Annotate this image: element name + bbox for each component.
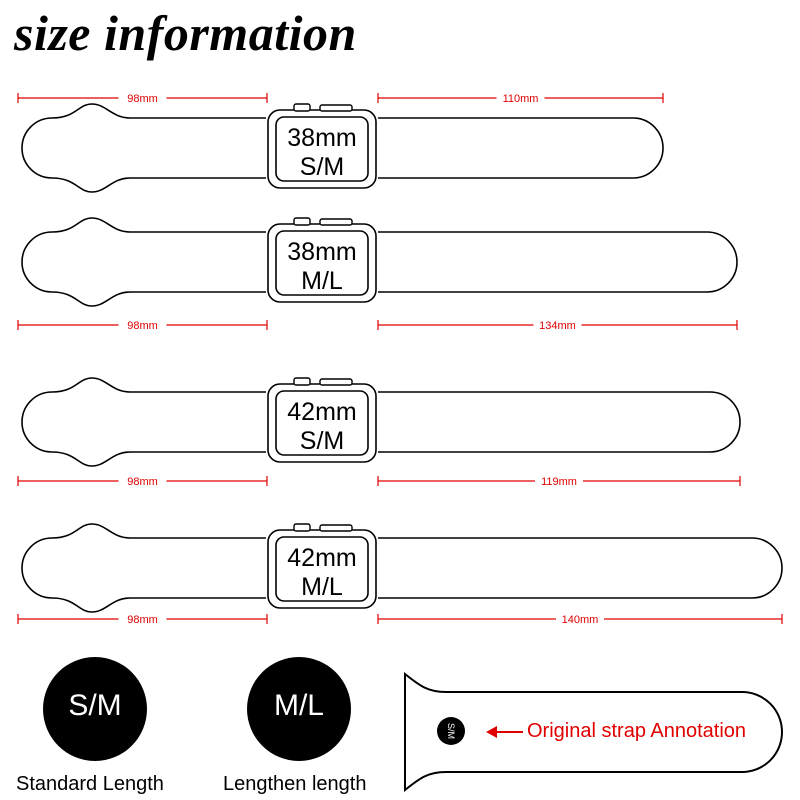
- watch-button: [319, 104, 353, 112]
- face-fit-label: S/M: [300, 427, 344, 455]
- left-dimension-3: 98mm: [17, 614, 268, 626]
- watch-screen: [275, 116, 369, 182]
- buckle-strap-3: [21, 523, 266, 613]
- watch-screen: [275, 230, 369, 296]
- face-size-label: 38mm: [287, 124, 356, 152]
- watch-screen: [275, 390, 369, 456]
- dimension-label: 119mm: [541, 476, 577, 488]
- face-size-label: 38mm: [287, 238, 356, 266]
- left-dimension-2: 98mm: [17, 476, 268, 488]
- dimension-label: 98mm: [127, 614, 158, 626]
- tail-strap-1: [378, 231, 738, 293]
- watch-crown: [293, 103, 311, 112]
- watch-button: [319, 378, 353, 386]
- tail-strap-2: [378, 391, 741, 453]
- page-title: size information: [14, 5, 357, 61]
- buckle-strap-2: [21, 377, 266, 467]
- face-fit-label: S/M: [300, 153, 344, 181]
- dimension-label: 140mm: [562, 614, 599, 626]
- watch-button: [319, 218, 353, 226]
- right-dimension-2: 119mm: [377, 476, 741, 488]
- buckle-strap-1: [21, 217, 266, 307]
- face-fit-label: M/L: [301, 573, 343, 601]
- sm-badge-label: S/M: [68, 689, 122, 722]
- right-dimension-0: 110mm: [377, 93, 664, 105]
- tail-strap-0: [378, 117, 664, 179]
- annotation-arrow-head: [486, 726, 497, 738]
- right-dimension-1: 134mm: [377, 320, 738, 332]
- face-fit-label: M/L: [301, 267, 343, 295]
- watch-button: [319, 524, 353, 532]
- strap-size-badge: [437, 717, 465, 745]
- face-size-label: 42mm: [287, 398, 356, 426]
- ml-badge-circle: [247, 657, 351, 761]
- lengthen-length-caption: Lengthen length: [223, 773, 367, 795]
- strap-size-badge-label: S/M: [446, 723, 456, 739]
- face-size-label: 42mm: [287, 544, 356, 572]
- left-dimension-1: 98mm: [17, 320, 268, 332]
- tail-strap-3: [378, 537, 783, 599]
- dimension-label: 98mm: [127, 320, 158, 332]
- dimension-label: 110mm: [503, 93, 539, 105]
- dimension-label: 98mm: [127, 93, 158, 105]
- left-dimension-0: 98mm: [17, 93, 268, 105]
- ml-badge-label: M/L: [273, 689, 324, 722]
- watch-screen: [275, 536, 369, 602]
- dimension-label: 98mm: [127, 476, 158, 488]
- watch-crown: [293, 523, 311, 532]
- strap-annotation-text: Original strap Annotation: [527, 720, 747, 742]
- dimension-label: 134mm: [539, 320, 576, 332]
- original-strap-outline: [404, 671, 783, 793]
- right-dimension-3: 140mm: [377, 614, 783, 626]
- buckle-strap-0: [21, 103, 266, 193]
- watch-crown: [293, 217, 311, 226]
- watch-crown: [293, 377, 311, 386]
- standard-length-caption: Standard Length: [16, 773, 164, 795]
- sm-badge-circle: [43, 657, 147, 761]
